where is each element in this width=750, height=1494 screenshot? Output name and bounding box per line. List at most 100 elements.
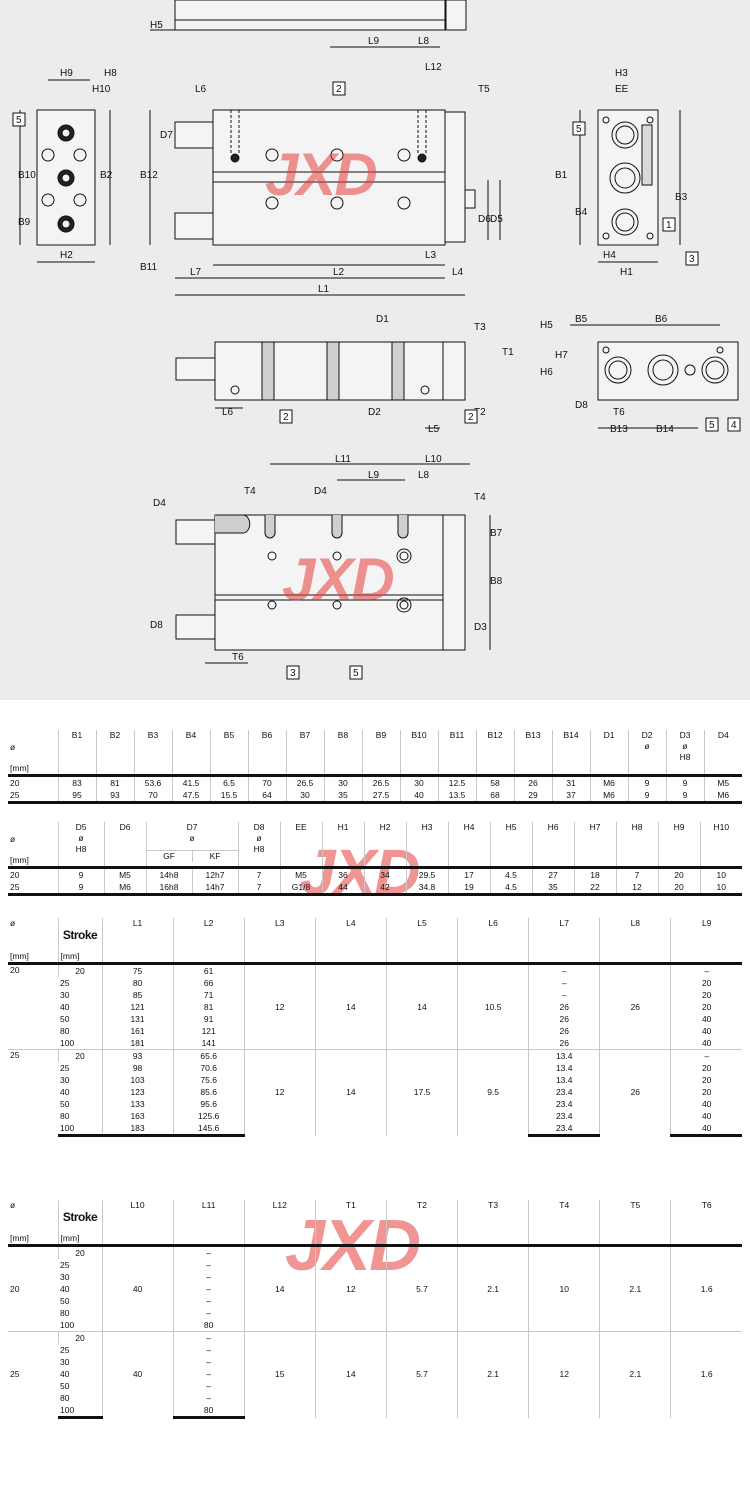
table-cell: 4.5 [489,881,532,896]
table-cell: 141 [172,1037,245,1050]
table-cell: M6 [589,789,628,804]
dimension-label: B6 [655,314,668,325]
merged-cell: 12 [243,1049,316,1136]
dimension-label: T4 [474,492,486,503]
stroke-cell: 40 [60,1001,70,1012]
callout-frame [464,409,478,424]
callout-box: 5 [572,121,586,136]
table-cell: 125.6 [172,1110,245,1122]
callout-box: 2 [464,409,478,424]
table-cell: 26 [528,1037,600,1050]
stroke-cell: 100 [60,1037,75,1048]
table-cell: 15.5 [209,789,248,804]
table-cell: – [528,989,600,1001]
table-cell: 20 [657,881,700,896]
table-cell: 40 [670,1037,742,1050]
table-cell: 26 [528,1025,600,1037]
dimension-label: D7 [160,130,173,141]
table-cell: 29 [513,789,552,804]
dimension-label: D2 [368,407,381,418]
dimension-label: L6 [195,84,207,95]
dimension-label: L9 [368,470,380,481]
stroke-cell: 50 [60,1098,70,1109]
callout-number: 5 [709,420,715,431]
stroke-cell: 20 [57,963,102,977]
table-cell: – [528,963,600,977]
dimension-label: B4 [575,207,588,218]
table-cell: – [172,1392,245,1404]
merged-cell: 14 [385,963,458,1050]
table-cell: 13.4 [528,1074,600,1086]
dimension-label: L8 [418,470,430,481]
table-cell: 85 [101,989,174,1001]
table-cell: – [172,1271,245,1283]
table-cell: – [172,1283,245,1295]
dimension-label: H5 [540,320,553,331]
callout-number: 4 [731,420,737,431]
table-cell: – [172,1331,245,1344]
dimension-label: T6 [613,407,625,418]
stroke-cell: 100 [58,1122,102,1137]
callout-number: 1 [666,220,672,231]
table-cell: 26.5 [361,775,400,789]
dimension-label: B8 [490,576,503,587]
table-cell: 40 [670,1110,742,1122]
merged-cell: 26 [599,1049,671,1136]
callout-frame [279,409,293,424]
table-cell: 41.5 [171,775,210,789]
table-cell: 163 [101,1110,174,1122]
merged-cell: 12 [314,1245,387,1332]
table-cell: 23.4 [528,1098,600,1110]
stroke-cell: 25 [60,977,70,988]
table-row: 30– [8,1356,742,1368]
merged-cell: 10 [528,1245,600,1332]
table-cell: – [172,1344,245,1356]
table-cell: 64 [247,789,286,804]
table-row: 40– [8,1368,742,1380]
stroke-cell: 100 [58,1404,102,1419]
dimension-label: H6 [540,367,553,378]
dimension-label: L12 [425,62,442,73]
stroke-cell: 25 [60,1344,70,1355]
table-cell: – [172,1295,245,1307]
callout-number: 2 [283,412,289,423]
merged-cell: 12 [528,1331,600,1418]
stroke-cell: 80 [60,1307,70,1318]
dimension-label: L1 [318,284,330,295]
dimension-label: H2 [60,250,73,261]
table-cell: 95 [57,789,96,804]
table-cell: 93 [101,1049,174,1062]
table-cell: 91 [172,1013,245,1025]
merged-cell: 1.6 [670,1245,742,1332]
table-cell: 13.4 [528,1062,600,1074]
table-cell: 35 [323,789,362,804]
merged-cell: 12 [243,963,316,1050]
dimension-label: D1 [376,314,389,325]
table-cell: 19 [447,881,490,896]
main-side-view [212,109,446,246]
dia-cell: 25 [8,1331,58,1418]
dimension-label: T3 [474,322,486,333]
dimension-label: H5 [150,20,163,31]
dimension-label: B10 [18,170,36,181]
table-cell: 93 [95,789,134,804]
table-cell: – [670,963,742,977]
table-cell: 9 [57,881,104,896]
callout-box: 5 [12,112,26,127]
table-cell: 25 [8,789,58,804]
callout-box: 5 [705,417,719,432]
stroke-cell: 40 [60,1368,70,1379]
merged-cell: 2.1 [599,1331,671,1418]
